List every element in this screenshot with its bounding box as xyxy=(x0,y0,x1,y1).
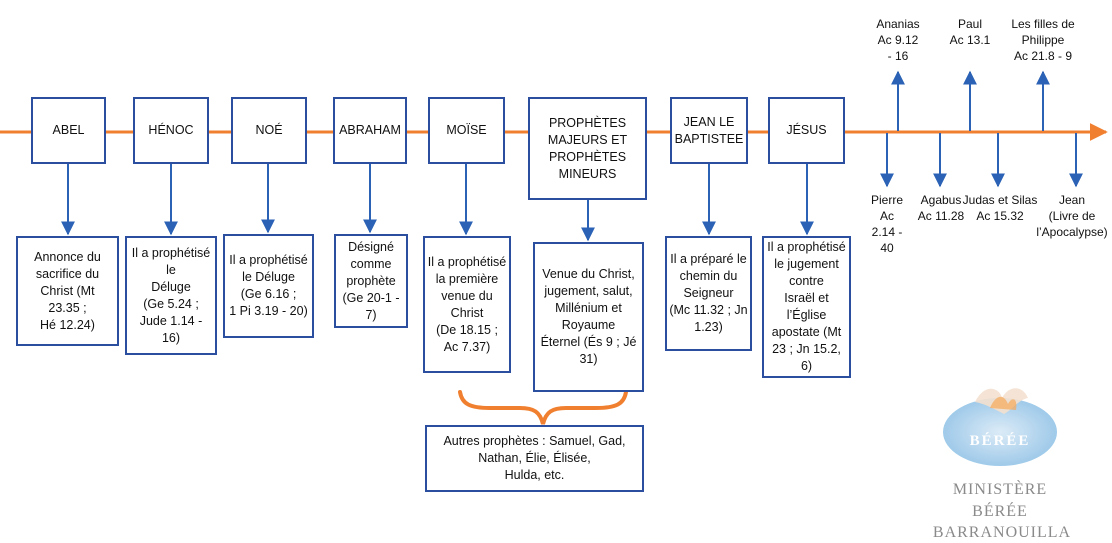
label-pierre: Pierre Ac 2.14 - 40 xyxy=(870,193,903,255)
detail-box-henoc: Il a prophétisé le Déluge (Ge 5.24 ; Jud… xyxy=(125,236,217,355)
timeline-box-henoc: HÉNOC xyxy=(133,97,209,164)
logo-line-ministere: MINISTÈRE xyxy=(952,481,1048,498)
logo-emblem xyxy=(943,388,1057,466)
logo-emblem-text: BÉRÉE xyxy=(969,433,1031,449)
timeline-box-jean-baptiste: JEAN LE BAPTISTEE xyxy=(670,97,748,164)
label-agabus: Agabus Ac 11.28 xyxy=(917,193,965,223)
label-ananias: Ananias Ac 9.12 - 16 xyxy=(876,17,920,63)
other-prophets-box: Autres prophètes : Samuel, Gad, Nathan, … xyxy=(425,425,644,492)
detail-box-abraham: Désigné comme prophète (Ge 20-1 - 7) xyxy=(334,234,408,328)
timeline-box-abel: ABEL xyxy=(31,97,106,164)
timeline-box-abraham: ABRAHAM xyxy=(333,97,407,164)
detail-box-jesus: Il a prophétisé le jugement contre Israë… xyxy=(762,236,851,378)
timeline-box-jesus: JÉSUS xyxy=(768,97,845,164)
logo-line-beree: BÉRÉE xyxy=(972,503,1028,520)
timeline-box-moise: MOÏSE xyxy=(428,97,505,164)
label-paul: Paul Ac 13.1 xyxy=(949,17,991,47)
logo-line-barranouilla: BARRANOUILLA xyxy=(932,524,1072,541)
detail-box-jean-baptiste: Il a préparé le chemin du Seigneur (Mc 1… xyxy=(665,236,752,351)
label-jean: Jean (Livre de l’Apocalypse) xyxy=(1036,193,1108,239)
curly-brace xyxy=(458,390,628,425)
label-filles-philippe: Les filles de Philippe Ac 21.8 - 9 xyxy=(1011,17,1075,63)
detail-box-abel: Annonce du sacrifice du Christ (Mt 23.35… xyxy=(16,236,119,346)
detail-box-moise: Il a prophétisé la première venue du Chr… xyxy=(423,236,511,373)
label-judas-silas: Judas et Silas Ac 15.32 xyxy=(962,193,1038,223)
timeline-box-prophetes: PROPHÈTES MAJEURS ET PROPHÈTES MINEURS xyxy=(528,97,647,200)
timeline-box-noe: NOÉ xyxy=(231,97,307,164)
detail-box-noe: Il a prophétisé le Déluge (Ge 6.16 ; 1 P… xyxy=(223,234,314,338)
detail-box-prophetes: Venue du Christ, jugement, salut, Millén… xyxy=(533,242,644,392)
